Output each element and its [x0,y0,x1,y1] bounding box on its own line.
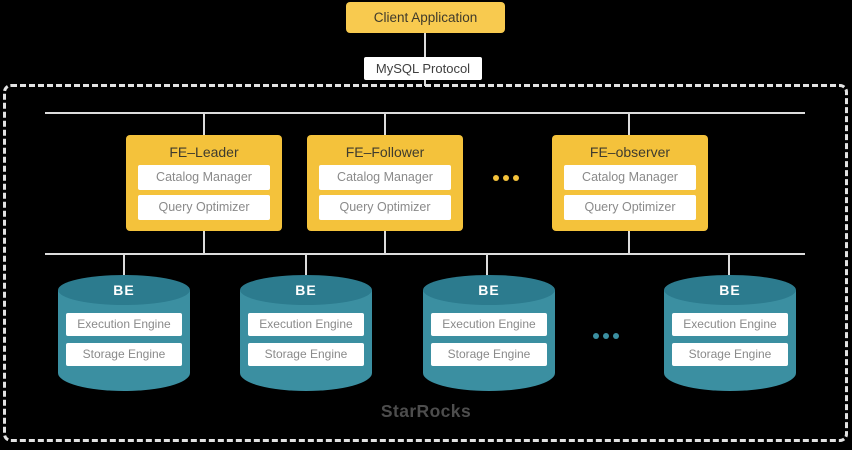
cluster-dashed-border [3,84,848,442]
be-1-connector [123,255,125,276]
query-optimizer-chip: Query Optimizer [319,195,451,220]
dot [613,333,619,339]
cylinder-body [58,290,190,391]
fe-leader-connector [203,114,205,135]
fe-observer-node: FE–observer Catalog Manager Query Optimi… [552,135,708,231]
execution-engine-chip: Execution Engine [66,313,182,336]
execution-engine-chip: Execution Engine [672,313,788,336]
dot [503,175,509,181]
be-4-connector [728,255,730,276]
fe-follower-node: FE–Follower Catalog Manager Query Optimi… [307,135,463,231]
client-application-box: Client Application [346,2,505,33]
fe-follower-connector [384,114,386,135]
fe-ellipsis-dots [493,175,519,181]
dot [593,333,599,339]
dot [513,175,519,181]
storage-engine-chip: Storage Engine [672,343,788,366]
client-to-protocol-connector [424,33,426,57]
be-title: BE [478,282,500,298]
catalog-manager-chip: Catalog Manager [564,165,696,190]
fe-observer-down-connector [628,231,630,253]
cylinder-top: BE [58,275,190,305]
be-title: BE [295,282,317,298]
be-title: BE [719,282,741,298]
mysql-protocol-chip: MySQL Protocol [364,57,482,80]
cylinder-body [664,290,796,391]
be-title: BE [113,282,135,298]
fe-bus-line [45,112,805,114]
storage-engine-chip: Storage Engine [66,343,182,366]
be-node-2: BE Execution Engine Storage Engine [240,275,372,391]
be-ellipsis-dots [593,333,619,339]
query-optimizer-chip: Query Optimizer [138,195,270,220]
execution-engine-chip: Execution Engine [248,313,364,336]
dot [493,175,499,181]
storage-engine-chip: Storage Engine [431,343,547,366]
catalog-manager-chip: Catalog Manager [138,165,270,190]
be-node-1: BE Execution Engine Storage Engine [58,275,190,391]
protocol-to-cluster-connector [424,80,426,86]
be-node-4: BE Execution Engine Storage Engine [664,275,796,391]
client-application-label: Client Application [373,10,478,25]
cylinder-body [423,290,555,391]
cylinder-top: BE [423,275,555,305]
fe-leader-title: FE–Leader [169,144,239,160]
fe-follower-title: FE–Follower [345,144,425,160]
cylinder-top: BE [664,275,796,305]
catalog-manager-chip: Catalog Manager [319,165,451,190]
fe-leader-node: FE–Leader Catalog Manager Query Optimize… [126,135,282,231]
fe-observer-connector [628,114,630,135]
fe-observer-title: FE–observer [589,144,671,160]
dot [603,333,609,339]
storage-engine-chip: Storage Engine [248,343,364,366]
execution-engine-chip: Execution Engine [431,313,547,336]
be-node-3: BE Execution Engine Storage Engine [423,275,555,391]
fe-follower-down-connector [384,231,386,253]
be-3-connector [486,255,488,276]
fe-leader-down-connector [203,231,205,253]
cylinder-body [240,290,372,391]
query-optimizer-chip: Query Optimizer [564,195,696,220]
be-2-connector [305,255,307,276]
starrocks-wordmark: StarRocks [380,401,472,421]
mysql-protocol-label: MySQL Protocol [375,61,471,76]
be-bus-line [45,253,805,255]
cylinder-top: BE [240,275,372,305]
